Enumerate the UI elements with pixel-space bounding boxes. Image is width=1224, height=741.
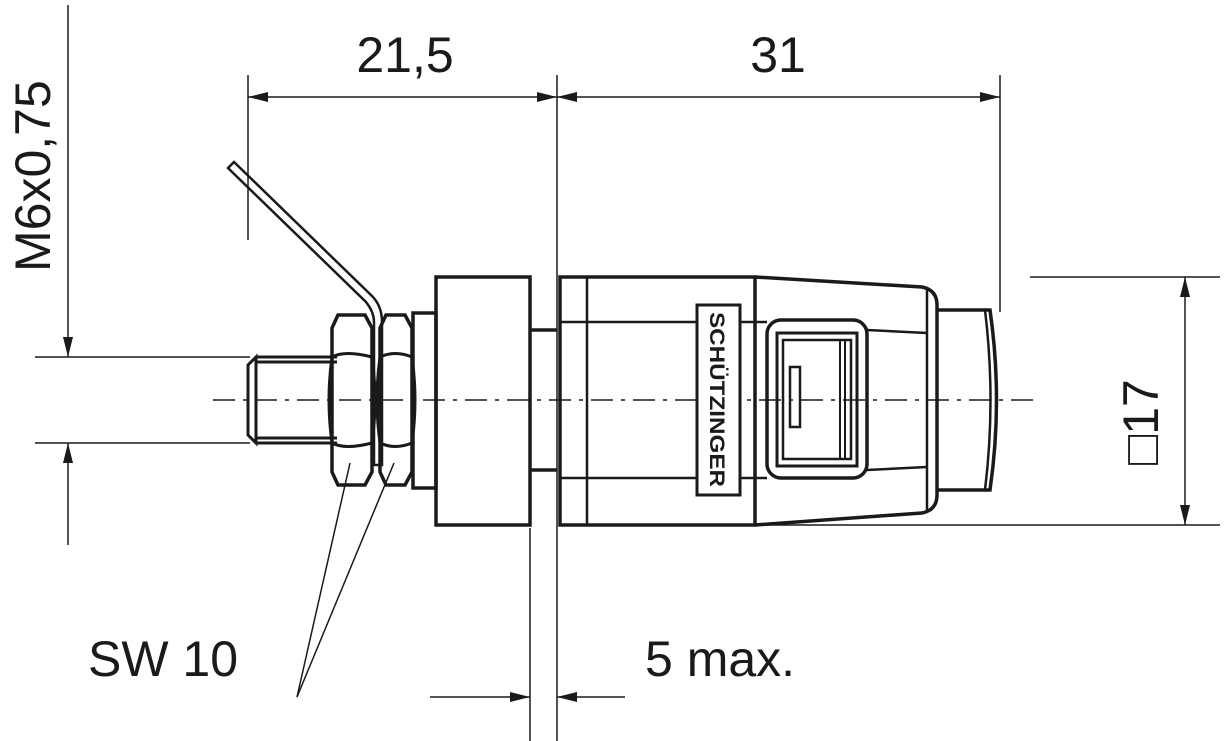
wrench-size-label: SW 10 xyxy=(88,631,238,687)
length-front-label: 21,5 xyxy=(356,27,453,83)
length-body-label: 31 xyxy=(750,27,806,83)
panel-max-label: 5 max. xyxy=(645,631,795,687)
square-dimension: □17 xyxy=(757,276,1220,526)
brand-logo: SCHÜTZINGER xyxy=(705,312,728,487)
panel-thickness-dimension: 5 max. xyxy=(430,528,795,741)
thread-label: M6x0,75 xyxy=(5,80,61,272)
thread-dimension: M6x0,75 xyxy=(5,5,250,545)
connector-part xyxy=(226,160,999,527)
length-dimensions: 21,5 31 xyxy=(247,27,1001,741)
wrench-size-callout: SW 10 xyxy=(88,462,395,698)
square-label: □17 xyxy=(1113,379,1169,465)
